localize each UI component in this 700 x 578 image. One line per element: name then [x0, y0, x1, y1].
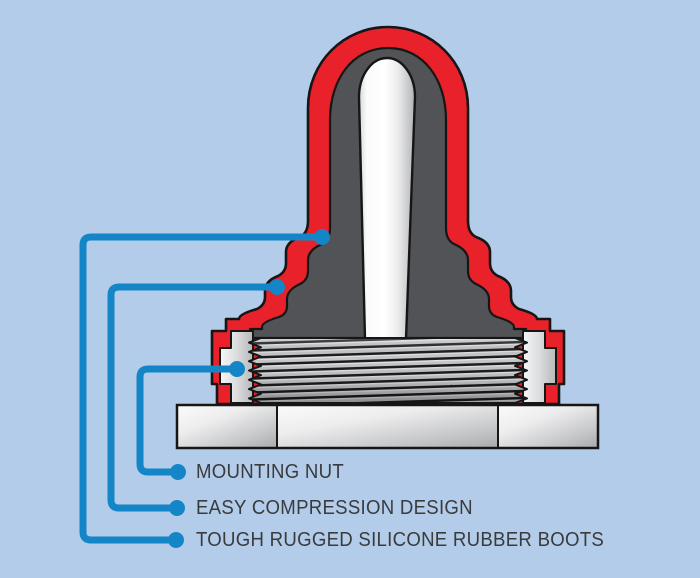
callout-line-easy-compression — [107, 283, 281, 512]
callout-dot — [168, 532, 184, 548]
callout-line-mounting-nut — [136, 365, 241, 476]
callout-line-tough-rugged — [79, 233, 326, 544]
hex-base-facet-center — [277, 405, 498, 448]
callout-dot — [229, 361, 245, 377]
callout-dot — [269, 279, 285, 295]
callout-lines — [79, 233, 326, 544]
callout-dots — [168, 229, 330, 548]
mounting-nut-threads — [248, 337, 528, 404]
hex-base-facet-right — [498, 405, 598, 448]
toggle-lever — [357, 56, 417, 341]
label-mounting-nut: MOUNTING NUT — [196, 461, 345, 483]
callout-dot — [169, 500, 185, 516]
label-tough-rugged-silicone-boots: TOUGH RUGGED SILICONE RUBBER BOOTS — [196, 529, 605, 551]
label-easy-compression-design: EASY COMPRESSION DESIGN — [196, 497, 473, 519]
threads-outline — [248, 337, 528, 404]
hex-base — [175, 403, 600, 450]
hex-base-facet-left — [177, 405, 277, 448]
callout-dot — [314, 229, 330, 245]
callout-dot — [170, 464, 186, 480]
compression-washer-right — [522, 330, 557, 404]
